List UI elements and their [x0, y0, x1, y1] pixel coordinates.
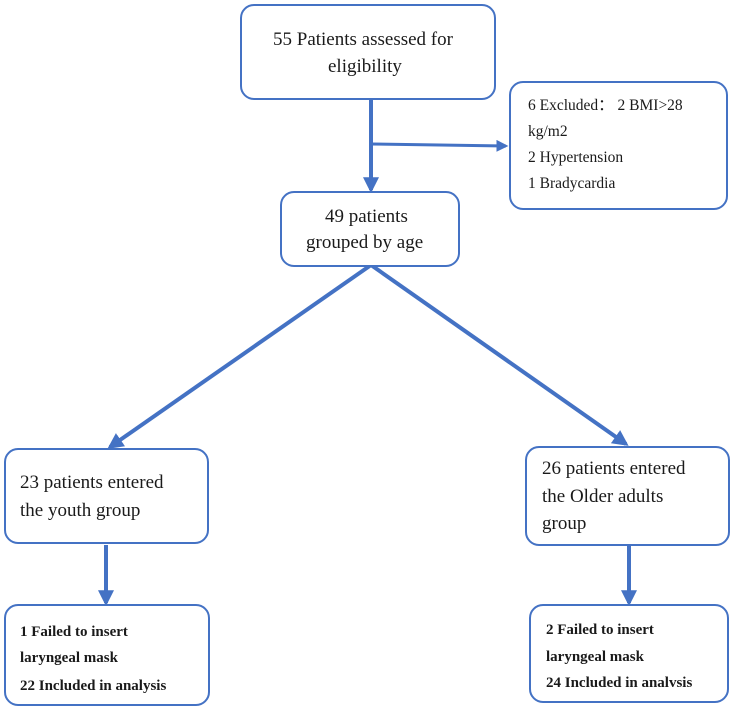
older-outcome-box — [529, 604, 729, 703]
excluded-line-3: 2 Hypertension — [528, 149, 624, 166]
arrow-grouped-to-older — [369, 263, 629, 446]
excluded-line-2: kg/m2 — [528, 123, 568, 140]
youth-outcome-line-3: 22 Included in analysis — [20, 678, 167, 694]
youth-line-2: the youth group — [20, 500, 141, 521]
arrow-grouped-to-youth — [107, 263, 373, 449]
assessed-line-2: eligibility — [328, 56, 402, 77]
grouped-line-2: grouped by age — [306, 232, 424, 253]
older-line-3: group — [542, 513, 587, 534]
youth-group-box — [4, 448, 209, 544]
youth-line-1: 23 patients entered — [20, 472, 164, 493]
grouped-box — [280, 191, 460, 267]
assessed-box — [240, 4, 496, 100]
youth-outcome-line-2: laryngeal mask — [20, 650, 118, 666]
older-line-1: 26 patients entered — [542, 458, 686, 479]
older-outcome-line-2: laryngeal mask — [546, 649, 644, 665]
youth-outcome-box — [4, 604, 210, 706]
excluded-line-1: 6 Excluded： 2 BMI>28 — [528, 97, 683, 114]
older-line-2: the Older adults — [542, 486, 664, 507]
arrow-to-excluded — [370, 139, 509, 152]
older-outcome-line-1: 2 Failed to insert — [546, 622, 654, 638]
excluded-box — [509, 81, 728, 210]
older-group-box — [525, 446, 730, 546]
excluded-line-4: 1 Bradycardia — [528, 175, 616, 192]
older-outcome-line-3: 24 Included in analvsis — [546, 675, 693, 691]
youth-outcome-line-1: 1 Failed to insert — [20, 624, 128, 640]
grouped-line-1: 49 patients — [325, 206, 408, 227]
assessed-line-1: 55 Patients assessed for — [273, 29, 453, 50]
